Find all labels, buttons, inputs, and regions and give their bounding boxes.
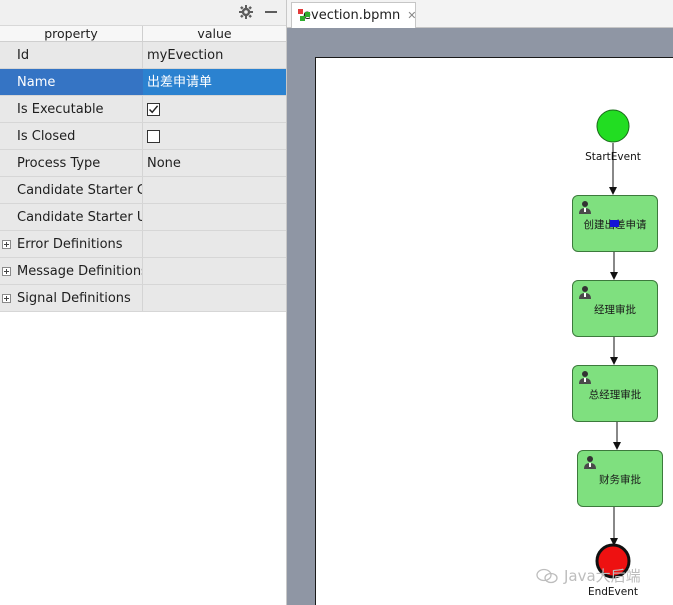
property-row-error-definitions[interactable]: Error Definitions: [0, 231, 286, 258]
property-value[interactable]: [143, 285, 286, 311]
user-task-general-manager-approval[interactable]: 总经理审批: [572, 365, 658, 422]
property-row-name[interactable]: Name 出差申请单: [0, 69, 286, 96]
property-column-header[interactable]: property: [0, 26, 143, 41]
property-row-candidate-starter-users[interactable]: Candidate Starter Use: [0, 204, 286, 231]
property-row-process-type[interactable]: Process Type None: [0, 150, 286, 177]
close-icon[interactable]: ✕: [407, 9, 417, 22]
selection-handle[interactable]: [610, 220, 619, 227]
property-name: Is Executable: [0, 96, 143, 122]
gear-icon[interactable]: [237, 4, 255, 22]
property-row-is-executable[interactable]: Is Executable: [0, 96, 286, 123]
diagram-canvas[interactable]: StartEvent 创建出差申请 经理审批 总经理审批 财务审批 EndEve…: [315, 57, 673, 605]
property-name: Signal Definitions: [0, 285, 143, 311]
property-value[interactable]: 出差申请单: [143, 69, 286, 95]
property-value[interactable]: [143, 231, 286, 257]
user-task-manager-approval[interactable]: 经理审批: [572, 280, 658, 337]
property-name: Error Definitions: [0, 231, 143, 257]
expand-plus-icon[interactable]: [2, 294, 11, 303]
properties-table: Id myEvection Name 出差申请单 Is Executable I…: [0, 42, 286, 312]
is-executable-checkbox[interactable]: [147, 103, 160, 116]
sequence-flows: [595, 109, 631, 579]
bpmn-editor: evection.bpmn ✕: [287, 0, 673, 605]
property-value[interactable]: [143, 177, 286, 203]
property-name-text: Message Definitions: [17, 264, 143, 279]
property-value[interactable]: [143, 204, 286, 230]
property-name: Message Definitions: [0, 258, 143, 284]
property-name: Is Closed: [0, 123, 143, 149]
properties-panel: property value Id myEvection Name 出差申请单 …: [0, 0, 287, 605]
property-value[interactable]: None: [147, 156, 181, 171]
user-task-create-request[interactable]: 创建出差申请: [572, 195, 658, 252]
property-value[interactable]: [143, 258, 286, 284]
user-icon: [579, 201, 591, 214]
user-icon: [584, 456, 596, 469]
property-row-candidate-starter-groups[interactable]: Candidate Starter Gro: [0, 177, 286, 204]
is-closed-checkbox[interactable]: [147, 130, 160, 143]
property-row-id[interactable]: Id myEvection: [0, 42, 286, 69]
property-value: [143, 123, 286, 149]
property-row-message-definitions[interactable]: Message Definitions: [0, 258, 286, 285]
watermark-text: Java大后端: [564, 567, 641, 585]
tab-evection-bpmn[interactable]: evection.bpmn ✕: [291, 2, 417, 28]
property-name: Candidate Starter Use: [0, 204, 143, 230]
property-name: Name: [0, 69, 143, 95]
property-name: Candidate Starter Gro: [0, 177, 143, 203]
property-value[interactable]: myEvection: [147, 48, 224, 63]
tab-label: evection.bpmn: [303, 8, 401, 23]
properties-toolbar: [0, 0, 286, 26]
property-value: [143, 96, 286, 122]
property-name-text: Error Definitions: [17, 237, 123, 252]
canvas-background: StartEvent 创建出差申请 经理审批 总经理审批 财务审批 EndEve…: [287, 28, 673, 605]
minimize-icon[interactable]: [262, 4, 280, 22]
start-event-label: StartEvent: [585, 151, 641, 163]
task-label: 财务审批: [599, 474, 641, 486]
property-name: Process Type: [0, 150, 143, 176]
user-task-finance-approval[interactable]: 财务审批: [577, 450, 663, 507]
end-event: [595, 543, 631, 579]
property-name-text: Signal Definitions: [17, 291, 131, 306]
wechat-icon: [536, 568, 558, 583]
task-label: 总经理审批: [588, 389, 642, 401]
end-event-label: EndEvent: [587, 586, 639, 598]
expand-plus-icon[interactable]: [2, 267, 11, 276]
user-icon: [579, 371, 591, 384]
property-name: Id: [0, 42, 143, 68]
property-row-is-closed[interactable]: Is Closed: [0, 123, 286, 150]
property-row-signal-definitions[interactable]: Signal Definitions: [0, 285, 286, 312]
expand-plus-icon[interactable]: [2, 240, 11, 249]
watermark: Java大后端: [536, 565, 641, 586]
properties-header: property value: [0, 26, 286, 42]
user-icon: [579, 286, 591, 299]
editor-tabbar: evection.bpmn ✕: [287, 0, 673, 28]
task-label: 经理审批: [594, 304, 636, 316]
value-column-header[interactable]: value: [197, 26, 232, 41]
start-event: [596, 109, 630, 143]
